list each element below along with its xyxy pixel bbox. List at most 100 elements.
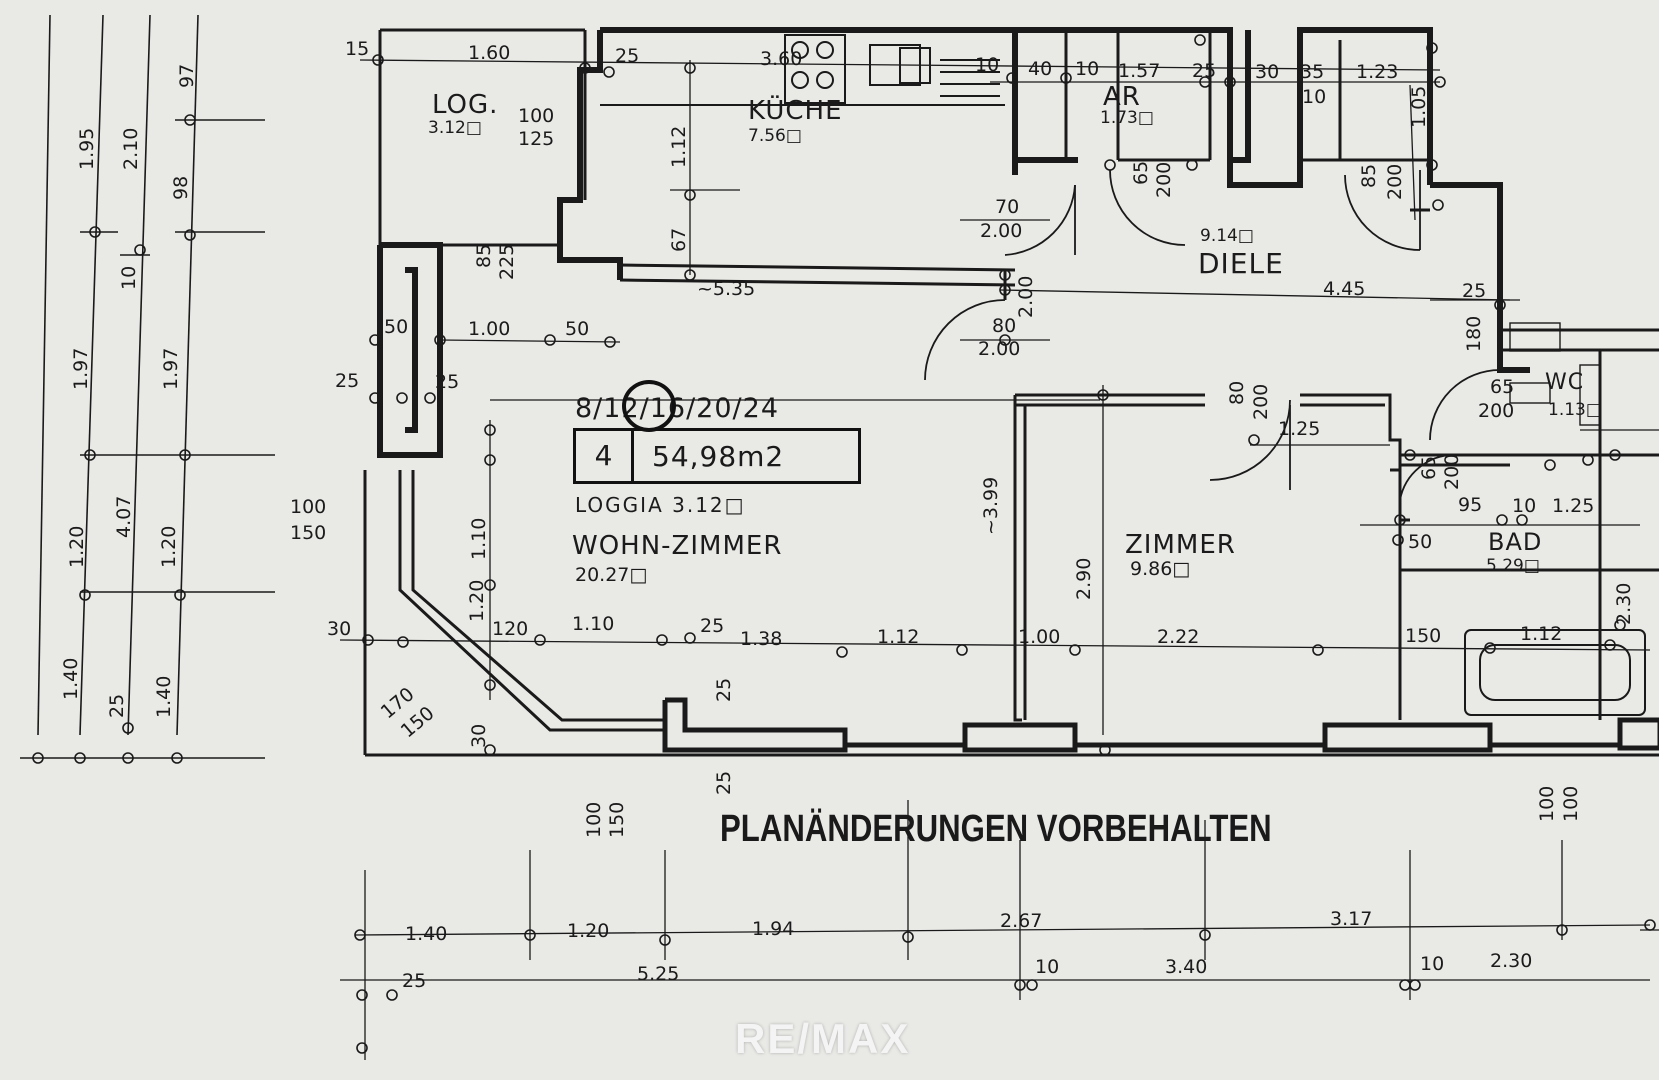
- dim-label: 200: [1153, 161, 1175, 198]
- dim-label: 3.60: [760, 48, 803, 70]
- dim-label: 4.07: [113, 495, 135, 538]
- dim-label: 2.67: [1000, 910, 1043, 932]
- dim-label: 50: [384, 316, 409, 338]
- bottom-wall-blocks: [662, 697, 1659, 753]
- dim-label: 150: [290, 522, 327, 544]
- dim-label: 100: [583, 801, 605, 838]
- remax-watermark-logo: RE/MAX: [735, 1015, 911, 1062]
- room-area-wc: 1.13□: [1548, 400, 1602, 420]
- dim-label: 2.30: [1613, 582, 1635, 625]
- dim-label: 2.00: [980, 220, 1023, 242]
- dim-label: 15: [345, 38, 370, 60]
- room-area-wohnzimmer: 20.27□: [575, 564, 648, 586]
- room-name-wc: WC: [1545, 370, 1585, 395]
- dim-label: 98: [170, 175, 192, 200]
- apartment-total-area: 54,98m2: [652, 439, 785, 473]
- dim-label: 10: [1075, 58, 1100, 80]
- dim-label: 67: [668, 227, 690, 252]
- dim-label: ~3.99: [980, 476, 1002, 535]
- dim-label: 25: [1192, 60, 1217, 82]
- dim-label: 2.00: [978, 338, 1021, 360]
- dim-label: 80: [992, 315, 1017, 337]
- dim-label: 25: [335, 370, 360, 392]
- dim-label: 3.17: [1330, 908, 1373, 930]
- dim-label: 1.23: [1356, 61, 1399, 83]
- dim-label: 120: [492, 618, 529, 640]
- dim-label: 1.00: [468, 318, 511, 340]
- dim-label: 1.40: [60, 657, 82, 700]
- dim-label: 30: [468, 723, 490, 748]
- dim-label: 10: [1420, 953, 1445, 975]
- dim-label: 1.57: [1118, 60, 1161, 82]
- dim-label: 150: [1405, 625, 1442, 647]
- dim-label: 25: [713, 770, 735, 795]
- dim-label: 1.40: [153, 675, 175, 718]
- dim-label: 1.20: [466, 579, 488, 622]
- dim-label: 1.38: [740, 628, 783, 650]
- dim-label: 1.20: [66, 525, 88, 568]
- room-name-loggia: LOG.: [432, 90, 499, 120]
- left-dimension-rails: [20, 14, 275, 759]
- dim-label: 225: [496, 243, 518, 280]
- misc-marks: [1509, 322, 1601, 426]
- dim-label: 125: [518, 128, 555, 150]
- room-area-loggia: 3.12□: [428, 118, 482, 138]
- dim-label: 200: [1478, 400, 1515, 422]
- dim-label: 1.25: [1278, 418, 1321, 440]
- dim-label: 1.40: [405, 923, 448, 945]
- dim-label: 2.30: [1490, 950, 1533, 972]
- dim-label: 65: [1490, 376, 1515, 398]
- dim-label: 1.12: [668, 125, 690, 168]
- unit-numbers: 8/12/16/20/24: [575, 393, 779, 424]
- dim-label: 1.95: [76, 127, 98, 170]
- loggia-note: LOGGIA 3.12□: [575, 493, 746, 517]
- room-name-abstellraum: AR: [1103, 82, 1141, 112]
- dim-label: 1.25: [1552, 495, 1595, 517]
- dim-label: 150: [606, 801, 628, 838]
- highlight-circle: [622, 380, 676, 432]
- dim-label: ~5.35: [697, 278, 756, 300]
- dim-label: 200: [1384, 163, 1406, 200]
- dim-label: 3.40: [1165, 956, 1208, 978]
- dim-label: 97: [176, 63, 198, 88]
- apartment-number: 4: [576, 431, 634, 481]
- dim-label: 2.22: [1157, 626, 1200, 648]
- dim-label: 25: [700, 615, 725, 637]
- dim-label: 40: [1028, 58, 1053, 80]
- dim-label: 95: [1458, 494, 1483, 516]
- dim-label: 25: [713, 677, 735, 702]
- room-name-diele: DIELE: [1198, 247, 1284, 280]
- dim-label: 10: [118, 265, 140, 290]
- dim-label: 100: [1536, 785, 1558, 822]
- room-area-kueche: 7.56□: [748, 126, 802, 146]
- dim-label: 80: [1226, 380, 1248, 405]
- door-swings: [924, 169, 1501, 501]
- dim-label: 2.10: [120, 127, 142, 170]
- dim-label: 10: [1035, 956, 1060, 978]
- dim-label: 100: [1560, 785, 1582, 822]
- dim-label: 1.20: [158, 525, 180, 568]
- apartment-area-box: 4 54,98m2: [573, 428, 861, 484]
- dim-label: 1.94: [752, 918, 795, 940]
- bathtub: [1464, 629, 1646, 716]
- room-area-zimmer: 9.86□: [1130, 558, 1191, 580]
- dim-label: 200: [1250, 383, 1272, 420]
- dim-label: 25: [106, 693, 128, 718]
- room-name-wohnzimmer: WOHN-ZIMMER: [572, 531, 783, 561]
- dim-label: 1.97: [70, 347, 92, 390]
- room-area-bad: 5.29□: [1486, 556, 1540, 576]
- room-name-bad: BAD: [1488, 528, 1543, 556]
- dim-label: 100: [290, 496, 327, 518]
- dim-label: 65: [1418, 455, 1440, 480]
- dim-label: 50: [565, 318, 590, 340]
- dim-label: 85: [473, 243, 495, 268]
- dim-label: 65: [1130, 160, 1152, 185]
- dim-label: 10: [1512, 495, 1537, 517]
- kitchen-counter: [600, 34, 1005, 106]
- room-area-abstellraum: 1.73□: [1100, 108, 1154, 128]
- dim-label: 1.05: [1408, 85, 1430, 128]
- outer-walls: [377, 27, 1530, 458]
- room-area-diele: 9.14□: [1200, 226, 1254, 246]
- dim-label: 1.60: [468, 42, 511, 64]
